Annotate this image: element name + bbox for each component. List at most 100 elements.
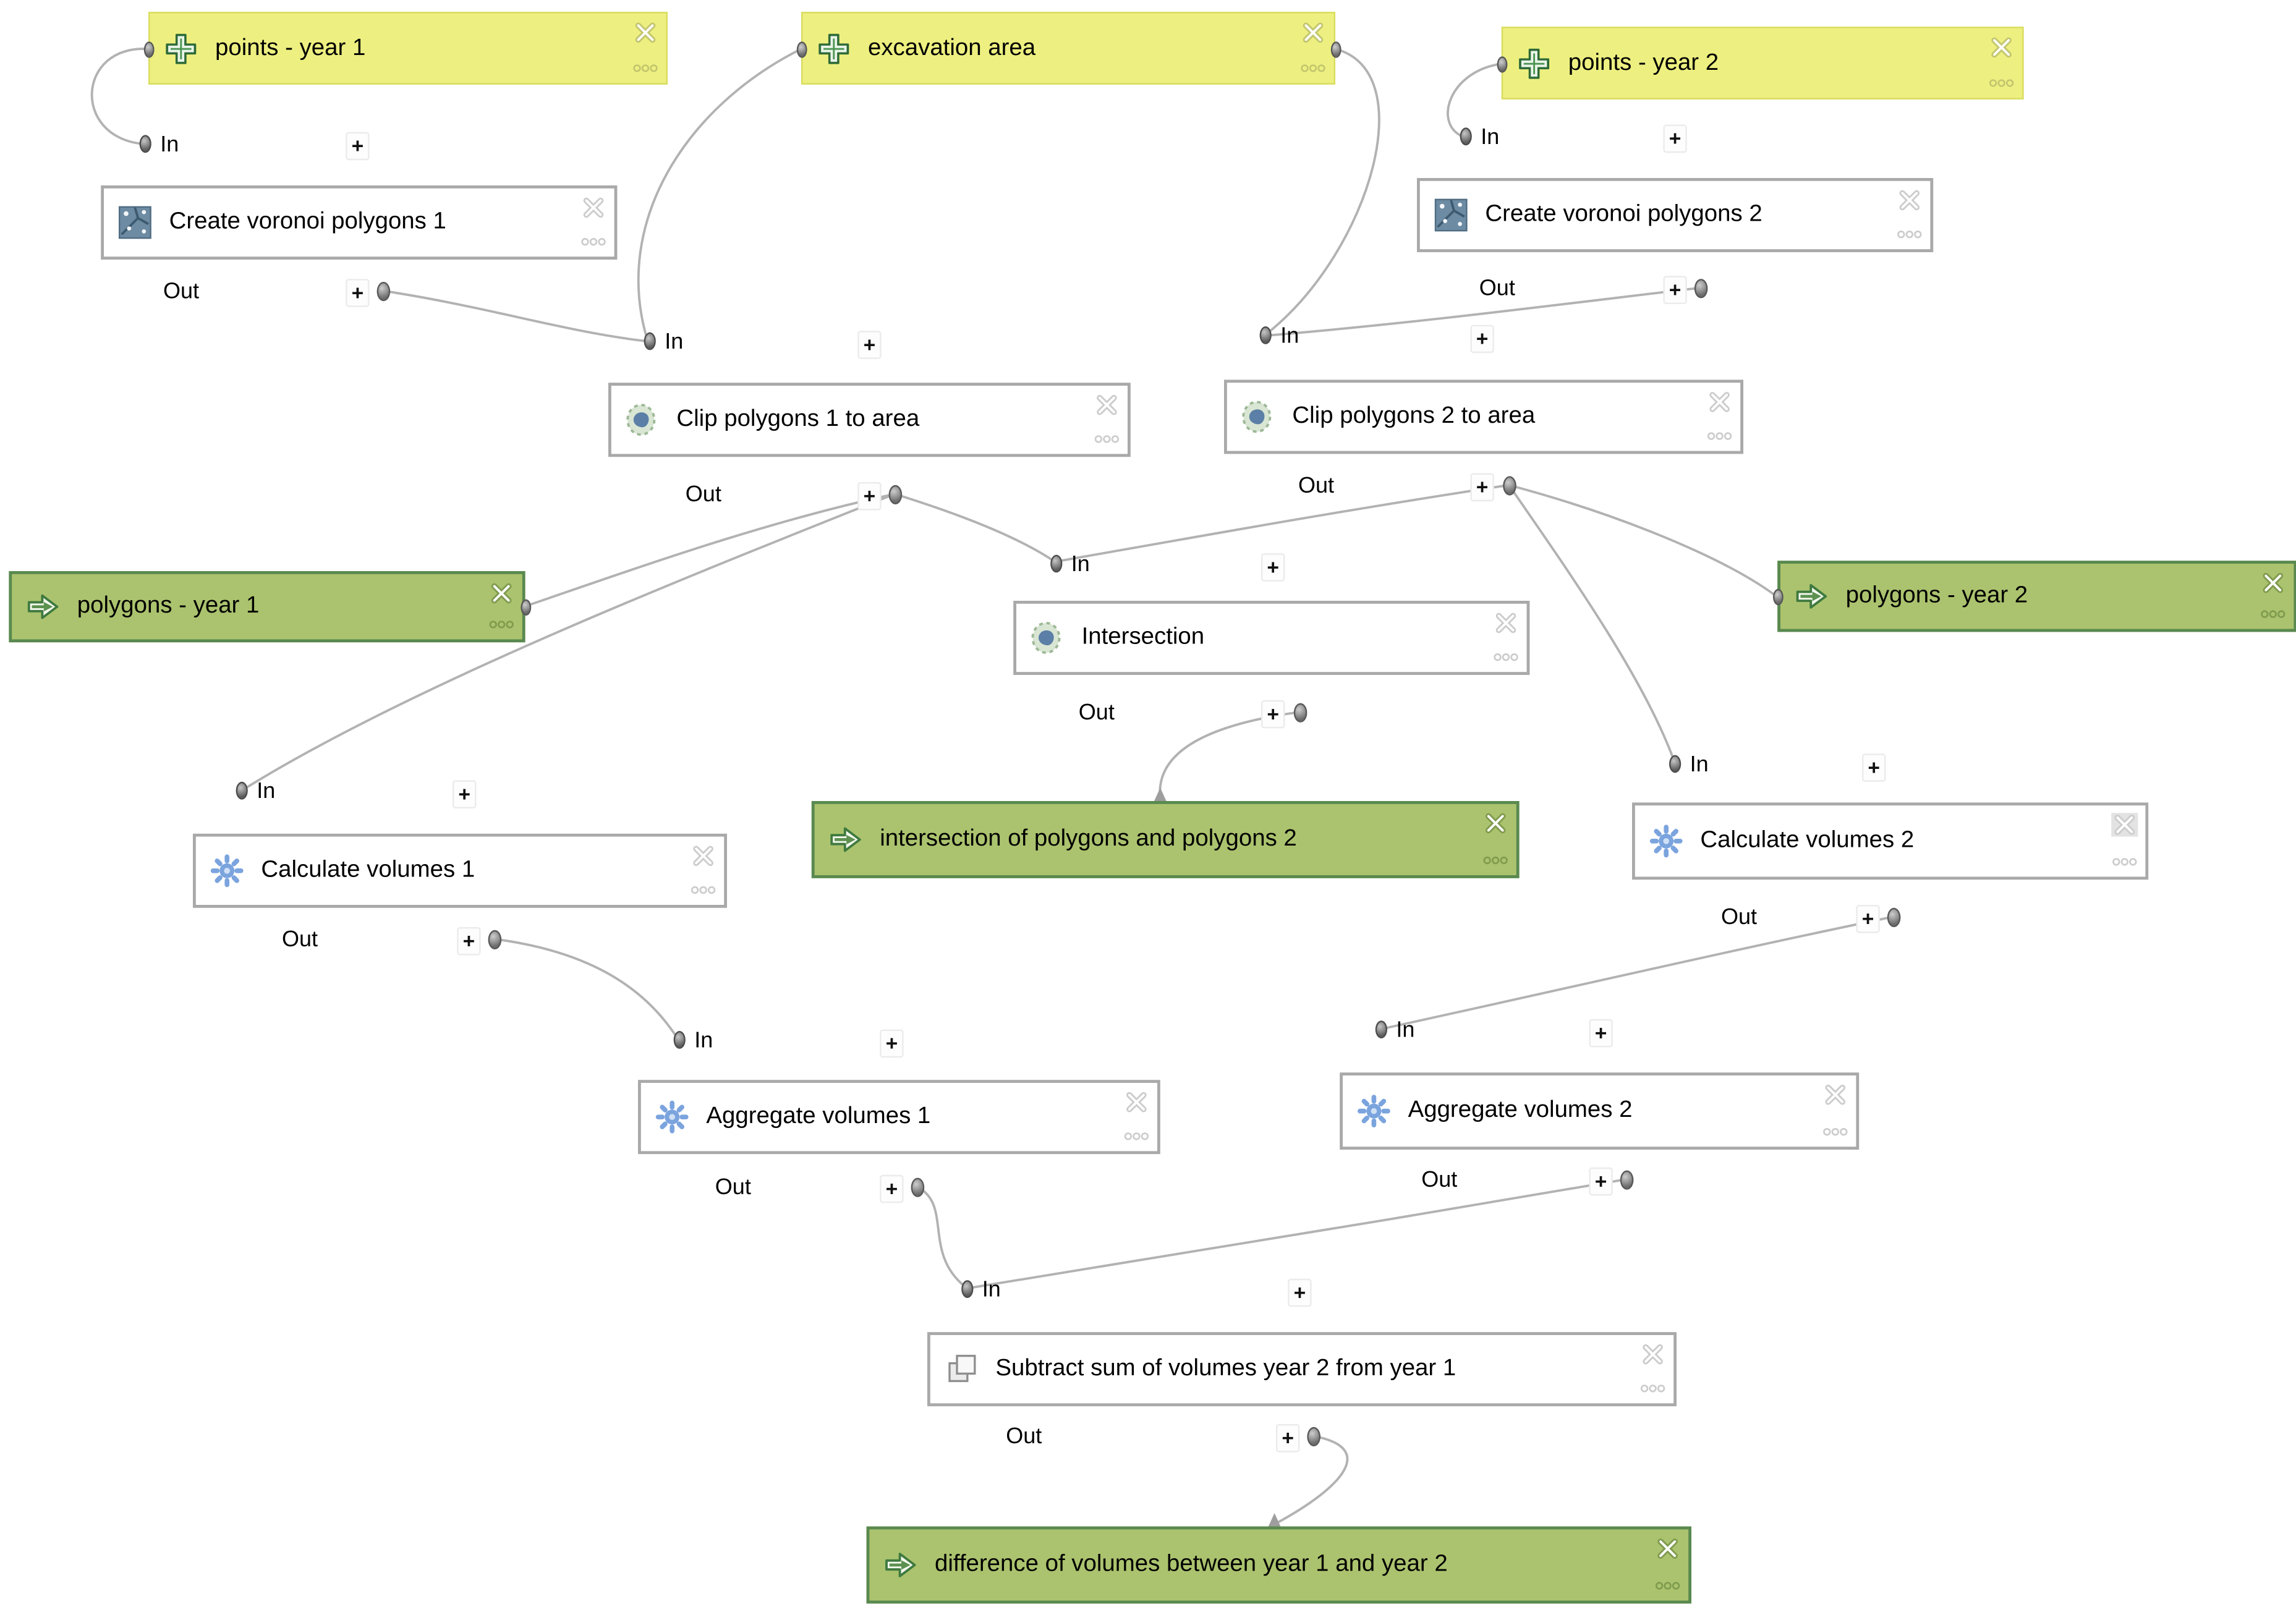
delete-node-icon[interactable] [1094,393,1120,417]
delete-node-icon[interactable] [2111,813,2138,837]
expand-inputs-button[interactable]: + [1663,124,1687,153]
delete-node-icon[interactable] [2260,571,2286,595]
out-port-dot[interactable] [888,485,903,505]
expand-outputs-button[interactable]: + [1276,1423,1300,1452]
node-clip1[interactable]: Clip polygons 1 to area [608,383,1131,457]
delete-node-icon[interactable] [1988,36,2015,59]
expand-inputs-button[interactable]: + [346,131,370,159]
in-port-dot[interactable] [1259,326,1272,344]
expand-outputs-button[interactable]: + [1470,472,1494,501]
delete-node-icon[interactable] [1639,1342,1666,1366]
node-options-icon[interactable] [1094,431,1120,446]
out-port-dot[interactable] [376,282,391,302]
node-options-icon[interactable] [1492,650,1519,664]
node-options-icon[interactable] [632,61,658,75]
node-calc1[interactable]: Calculate volumes 1 [193,833,727,908]
node-options-icon[interactable] [1988,75,2015,90]
expand-inputs-button[interactable]: + [1470,324,1494,352]
node-voronoi1[interactable]: Create voronoi polygons 1 [101,185,618,260]
expand-outputs-button[interactable]: + [880,1174,904,1203]
expand-inputs-button[interactable]: + [1862,753,1886,781]
node-options-icon[interactable] [2111,854,2138,869]
in-port-dot[interactable] [644,332,656,350]
node-calc2[interactable]: Calculate volumes 2 [1632,802,2149,880]
node-options-icon[interactable] [1299,61,1326,75]
expand-inputs-button[interactable]: + [857,330,882,358]
node-options-icon[interactable] [580,234,606,249]
delete-node-icon[interactable] [690,844,716,868]
expand-outputs-button[interactable]: + [1856,904,1880,933]
expand-outputs-button[interactable]: + [1663,275,1687,303]
in-port-dot[interactable] [236,781,248,800]
expand-inputs-button[interactable]: + [1288,1278,1312,1307]
node-agg1[interactable]: Aggregate volumes 1 [638,1080,1160,1155]
delete-node-icon[interactable] [1299,21,1326,45]
node-options-icon[interactable] [1822,1124,1848,1139]
delete-node-icon[interactable] [1492,611,1519,635]
node-agg2[interactable]: Aggregate volumes 2 [1340,1072,1860,1150]
expand-inputs-button[interactable]: + [880,1028,904,1058]
node-options-icon[interactable] [1654,1579,1681,1593]
out-port-dot[interactable] [488,930,502,949]
left-socket-dot[interactable] [143,41,154,57]
node-points1[interactable]: points - year 1 [148,12,668,85]
expand-inputs-button[interactable]: + [453,779,477,808]
node-clip2[interactable]: Clip polygons 2 to area [1224,380,1743,454]
out-port-dot[interactable] [1503,476,1516,496]
node-intersection[interactable]: Intersection [1013,601,1530,675]
in-port-dot[interactable] [673,1031,686,1049]
node-polys1[interactable]: polygons - year 1 [9,571,525,643]
node-options-icon[interactable] [1639,1381,1666,1396]
node-excavation[interactable]: excavation area [801,12,1335,85]
in-port-dot[interactable] [1460,127,1472,146]
delete-node-icon[interactable] [488,582,515,605]
delete-node-icon[interactable] [1896,189,1923,212]
out-port-dot[interactable] [1307,1427,1320,1446]
node-options-icon[interactable] [1123,1129,1150,1143]
node-voronoi2[interactable]: Create voronoi polygons 2 [1417,178,1934,253]
right-socket-dot[interactable] [1330,41,1341,57]
node-points2[interactable]: points - year 2 [1501,27,2024,100]
node-polys2[interactable]: polygons - year 2 [1777,561,2296,632]
in-port-dot[interactable] [1375,1020,1387,1039]
node-outIntersection[interactable]: intersection of polygons and polygons 2 [811,801,1520,878]
node-options-icon[interactable] [488,617,515,632]
delete-node-icon[interactable] [1822,1083,1848,1106]
node-difference[interactable]: difference of volumes between year 1 and… [866,1526,1691,1604]
out-port-dot[interactable] [1694,279,1708,299]
delete-node-icon[interactable] [580,196,606,219]
delete-node-icon[interactable] [1706,390,1733,413]
node-subtract[interactable]: Subtract sum of volumes year 2 from year… [927,1332,1677,1407]
left-socket-dot[interactable] [1772,588,1783,605]
expand-inputs-button[interactable]: + [1589,1018,1613,1047]
in-port-dot[interactable] [1050,554,1063,573]
expand-outputs-button[interactable]: + [857,481,882,510]
out-port-dot[interactable] [1293,703,1307,723]
in-port-dot[interactable] [1669,755,1682,773]
expand-outputs-button[interactable]: + [346,278,370,307]
delete-node-icon[interactable] [1482,812,1509,835]
out-port-dot[interactable] [911,1177,925,1197]
right-socket-dot[interactable] [520,598,531,615]
delete-node-icon[interactable] [1123,1090,1150,1114]
add-layer-icon [163,30,199,66]
expand-inputs-button[interactable]: + [1261,553,1285,581]
out-port-dot[interactable] [1620,1170,1634,1190]
expand-outputs-button[interactable]: + [1589,1166,1613,1195]
node-options-icon[interactable] [1482,853,1509,868]
expand-outputs-button[interactable]: + [1261,699,1285,728]
node-options-icon[interactable] [2260,607,2286,622]
node-options-icon[interactable] [1706,429,1733,444]
node-options-icon[interactable] [1896,227,1923,242]
left-socket-dot[interactable] [1496,56,1507,72]
left-socket-dot[interactable] [796,41,807,57]
in-port-dot[interactable] [139,135,151,153]
out-port-dot[interactable] [1887,907,1901,927]
node-options-icon[interactable] [690,883,716,897]
delete-node-icon[interactable] [1654,1537,1681,1560]
delete-node-icon[interactable] [632,21,658,45]
in-port-dot[interactable] [961,1280,974,1298]
expand-outputs-button[interactable]: + [457,926,481,955]
